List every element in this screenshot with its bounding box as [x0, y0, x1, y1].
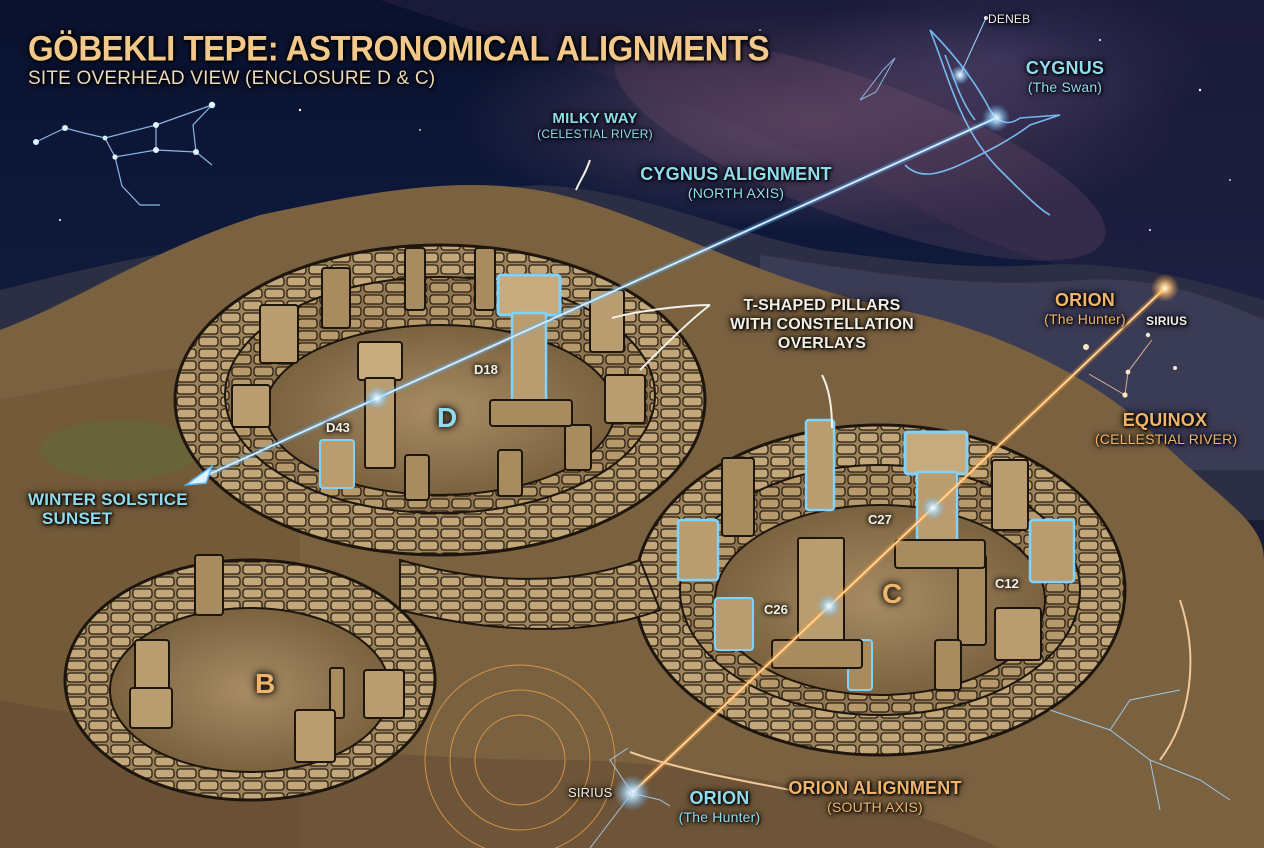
- curved-arrows: [629, 599, 1192, 791]
- equinox-name: EQUINOX: [1122, 410, 1208, 430]
- pillars-callout-line-3: OVERLAYS: [777, 335, 867, 352]
- page-title: GÖBEKLI TEPE: ASTRONOMICAL ALIGNMENTS: [28, 28, 770, 68]
- cygnus-alignment-desc: (NORTH AXIS): [687, 185, 785, 201]
- pillars-callout-line-2: WITH CONSTELLATION: [730, 316, 914, 333]
- label-deneb: DENEB: [988, 12, 1031, 26]
- cygnus-name: CYGNUS: [1025, 58, 1105, 78]
- pillar-c12-label: C12: [995, 576, 1019, 591]
- label-equinox: EQUINOX (CELLESTIAL RIVER): [1095, 410, 1238, 447]
- pillar-c27-label: C27: [868, 512, 892, 527]
- orion-alignment-name: ORION ALIGNMENT: [788, 778, 962, 798]
- enclosure-c-label: C: [882, 578, 903, 609]
- orion-alignment-beam: [614, 274, 1179, 811]
- orion-alignment-desc: (SOUTH AXIS): [827, 799, 923, 815]
- equinox-desc: (CELLESTIAL RIVER): [1095, 431, 1238, 447]
- label-orion-upper: ORION (The Hunter): [1035, 290, 1135, 327]
- enclosure-c: [633, 423, 1127, 757]
- winter-solstice-line-2: SUNSET: [42, 509, 113, 528]
- milky-way-name: MILKY WAY: [552, 110, 638, 127]
- label-sirius-upper: SIRIUS: [1146, 314, 1188, 328]
- cygnus-alignment-beam: [183, 115, 998, 487]
- cygnus-alignment-name: CYGNUS ALIGNMENT: [640, 164, 832, 184]
- enclosure-b-label: B: [255, 668, 276, 699]
- constellation-left: [35, 104, 213, 206]
- orion-upper-desc: (The Hunter): [1044, 311, 1126, 327]
- label-sirius-lower: SIRIUS: [568, 785, 613, 800]
- label-pillars-callout: T-SHAPED PILLARS WITH CONSTELLATION OVER…: [712, 296, 932, 353]
- label-cygnus-alignment: CYGNUS ALIGNMENT (NORTH AXIS): [636, 164, 836, 201]
- pillar-c26-label: C26: [764, 602, 788, 617]
- orion-lower-desc: (The Hunter): [678, 809, 761, 825]
- label-cygnus: CYGNUS (The Swan): [1010, 58, 1120, 95]
- pillar-d43-label: D43: [326, 420, 350, 435]
- pillars-callout-line-1: T-SHAPED PILLARS: [743, 297, 901, 314]
- enclosure-d-label: D: [437, 402, 458, 433]
- label-milky-way: MILKY WAY (CELESTIAL RIVER): [520, 110, 670, 141]
- milky-way-desc: (CELESTIAL RIVER): [537, 127, 653, 141]
- label-orion-lower: ORION (The Hunter): [672, 788, 767, 825]
- winter-solstice-line-1: WINTER SOLSTICE: [28, 490, 188, 509]
- cygnus-desc: (The Swan): [1027, 79, 1103, 95]
- arrowhead-icon: [183, 463, 214, 487]
- arcane-rings: [424, 664, 616, 848]
- orion-lower-name: ORION: [689, 788, 750, 808]
- label-orion-alignment: ORION ALIGNMENT (SOUTH AXIS): [785, 778, 965, 815]
- orion-upper-name: ORION: [1054, 290, 1115, 310]
- label-winter-solstice: WINTER SOLSTICE SUNSET: [28, 490, 188, 528]
- pillar-d18-label: D18: [474, 362, 498, 377]
- page-subtitle: SITE OVERHEAD VIEW (ENCLOSURE D & C): [28, 68, 436, 89]
